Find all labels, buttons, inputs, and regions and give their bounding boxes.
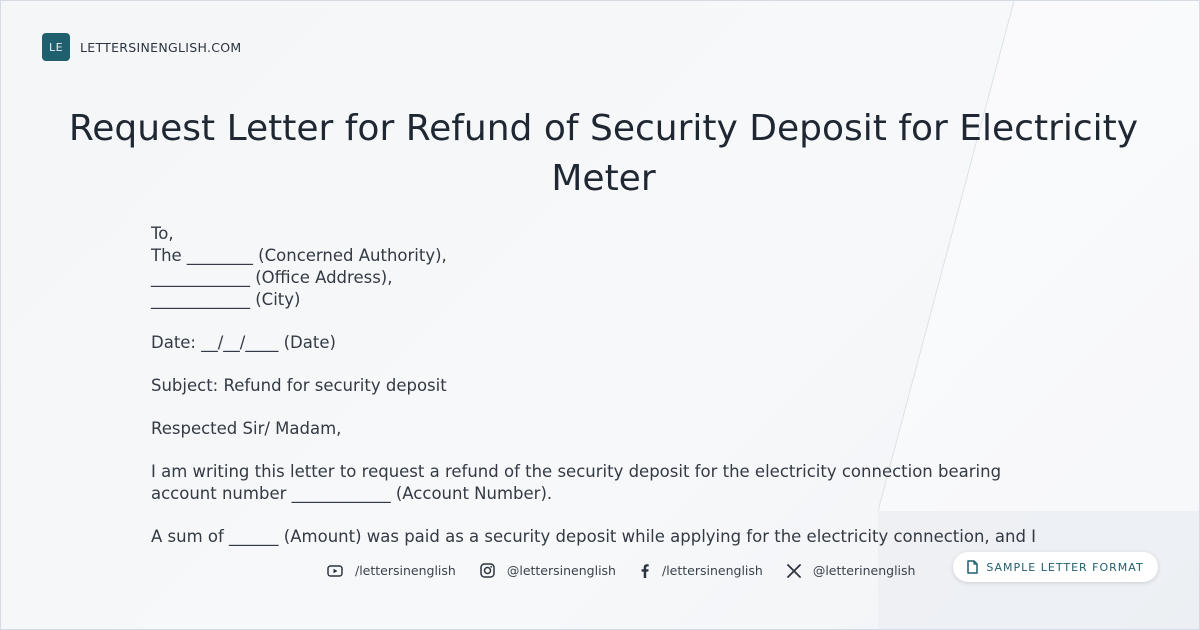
- brand[interactable]: LE LETTERSINENGLISH.COM: [42, 33, 242, 61]
- social-facebook[interactable]: /lettersinenglish: [640, 563, 763, 578]
- social-x[interactable]: @letterinenglish: [786, 563, 916, 578]
- facebook-icon: [641, 564, 649, 578]
- page-title: Request Letter for Refund of Security De…: [68, 108, 1139, 199]
- social-links: /lettersinenglish @lettersinenglish /let…: [327, 563, 939, 578]
- paragraph-1: I am writing this letter to request a re…: [151, 461, 1051, 505]
- paragraph-2: A sum of ______ (Amount) was paid as a s…: [151, 526, 1051, 548]
- date-line: Date: __/__/____ (Date): [151, 333, 336, 352]
- social-instagram[interactable]: @lettersinenglish: [480, 563, 616, 578]
- badge-label: SAMPLE LETTER FORMAT: [986, 560, 1144, 574]
- instagram-icon: [480, 563, 495, 578]
- address-block: To, The ________ (Concerned Authority), …: [151, 223, 1051, 311]
- site-name[interactable]: LETTERSINENGLISH.COM: [80, 39, 242, 55]
- salutation: Respected Sir/ Madam,: [151, 419, 342, 438]
- subject-line: Subject: Refund for security deposit: [151, 376, 447, 395]
- address-line: To,: [151, 224, 174, 243]
- social-label: @lettersinenglish: [506, 563, 616, 578]
- social-label: /lettersinenglish: [661, 563, 763, 578]
- social-label: @letterinenglish: [812, 563, 916, 578]
- youtube-icon: [327, 564, 343, 577]
- address-line: ____________ (Office Address),: [151, 268, 393, 287]
- paragraph-2-line-1: A sum of ______ (Amount) was paid as a s…: [151, 527, 1037, 546]
- letter-body: To, The ________ (Concerned Authority), …: [151, 223, 1051, 569]
- address-line: ____________ (City): [151, 290, 301, 309]
- logo: LE: [42, 33, 70, 61]
- social-youtube[interactable]: /lettersinenglish: [327, 563, 456, 578]
- x-icon: [786, 563, 801, 578]
- paragraph-1-line-1: I am writing this letter to request a re…: [151, 462, 1002, 481]
- sample-letter-badge[interactable]: SAMPLE LETTER FORMAT: [953, 552, 1158, 582]
- social-label: /lettersinenglish: [355, 563, 456, 578]
- document-icon: [967, 560, 979, 574]
- address-line: The ________ (Concerned Authority),: [151, 246, 447, 265]
- paragraph-1-line-2: account number ____________ (Account Num…: [151, 484, 553, 503]
